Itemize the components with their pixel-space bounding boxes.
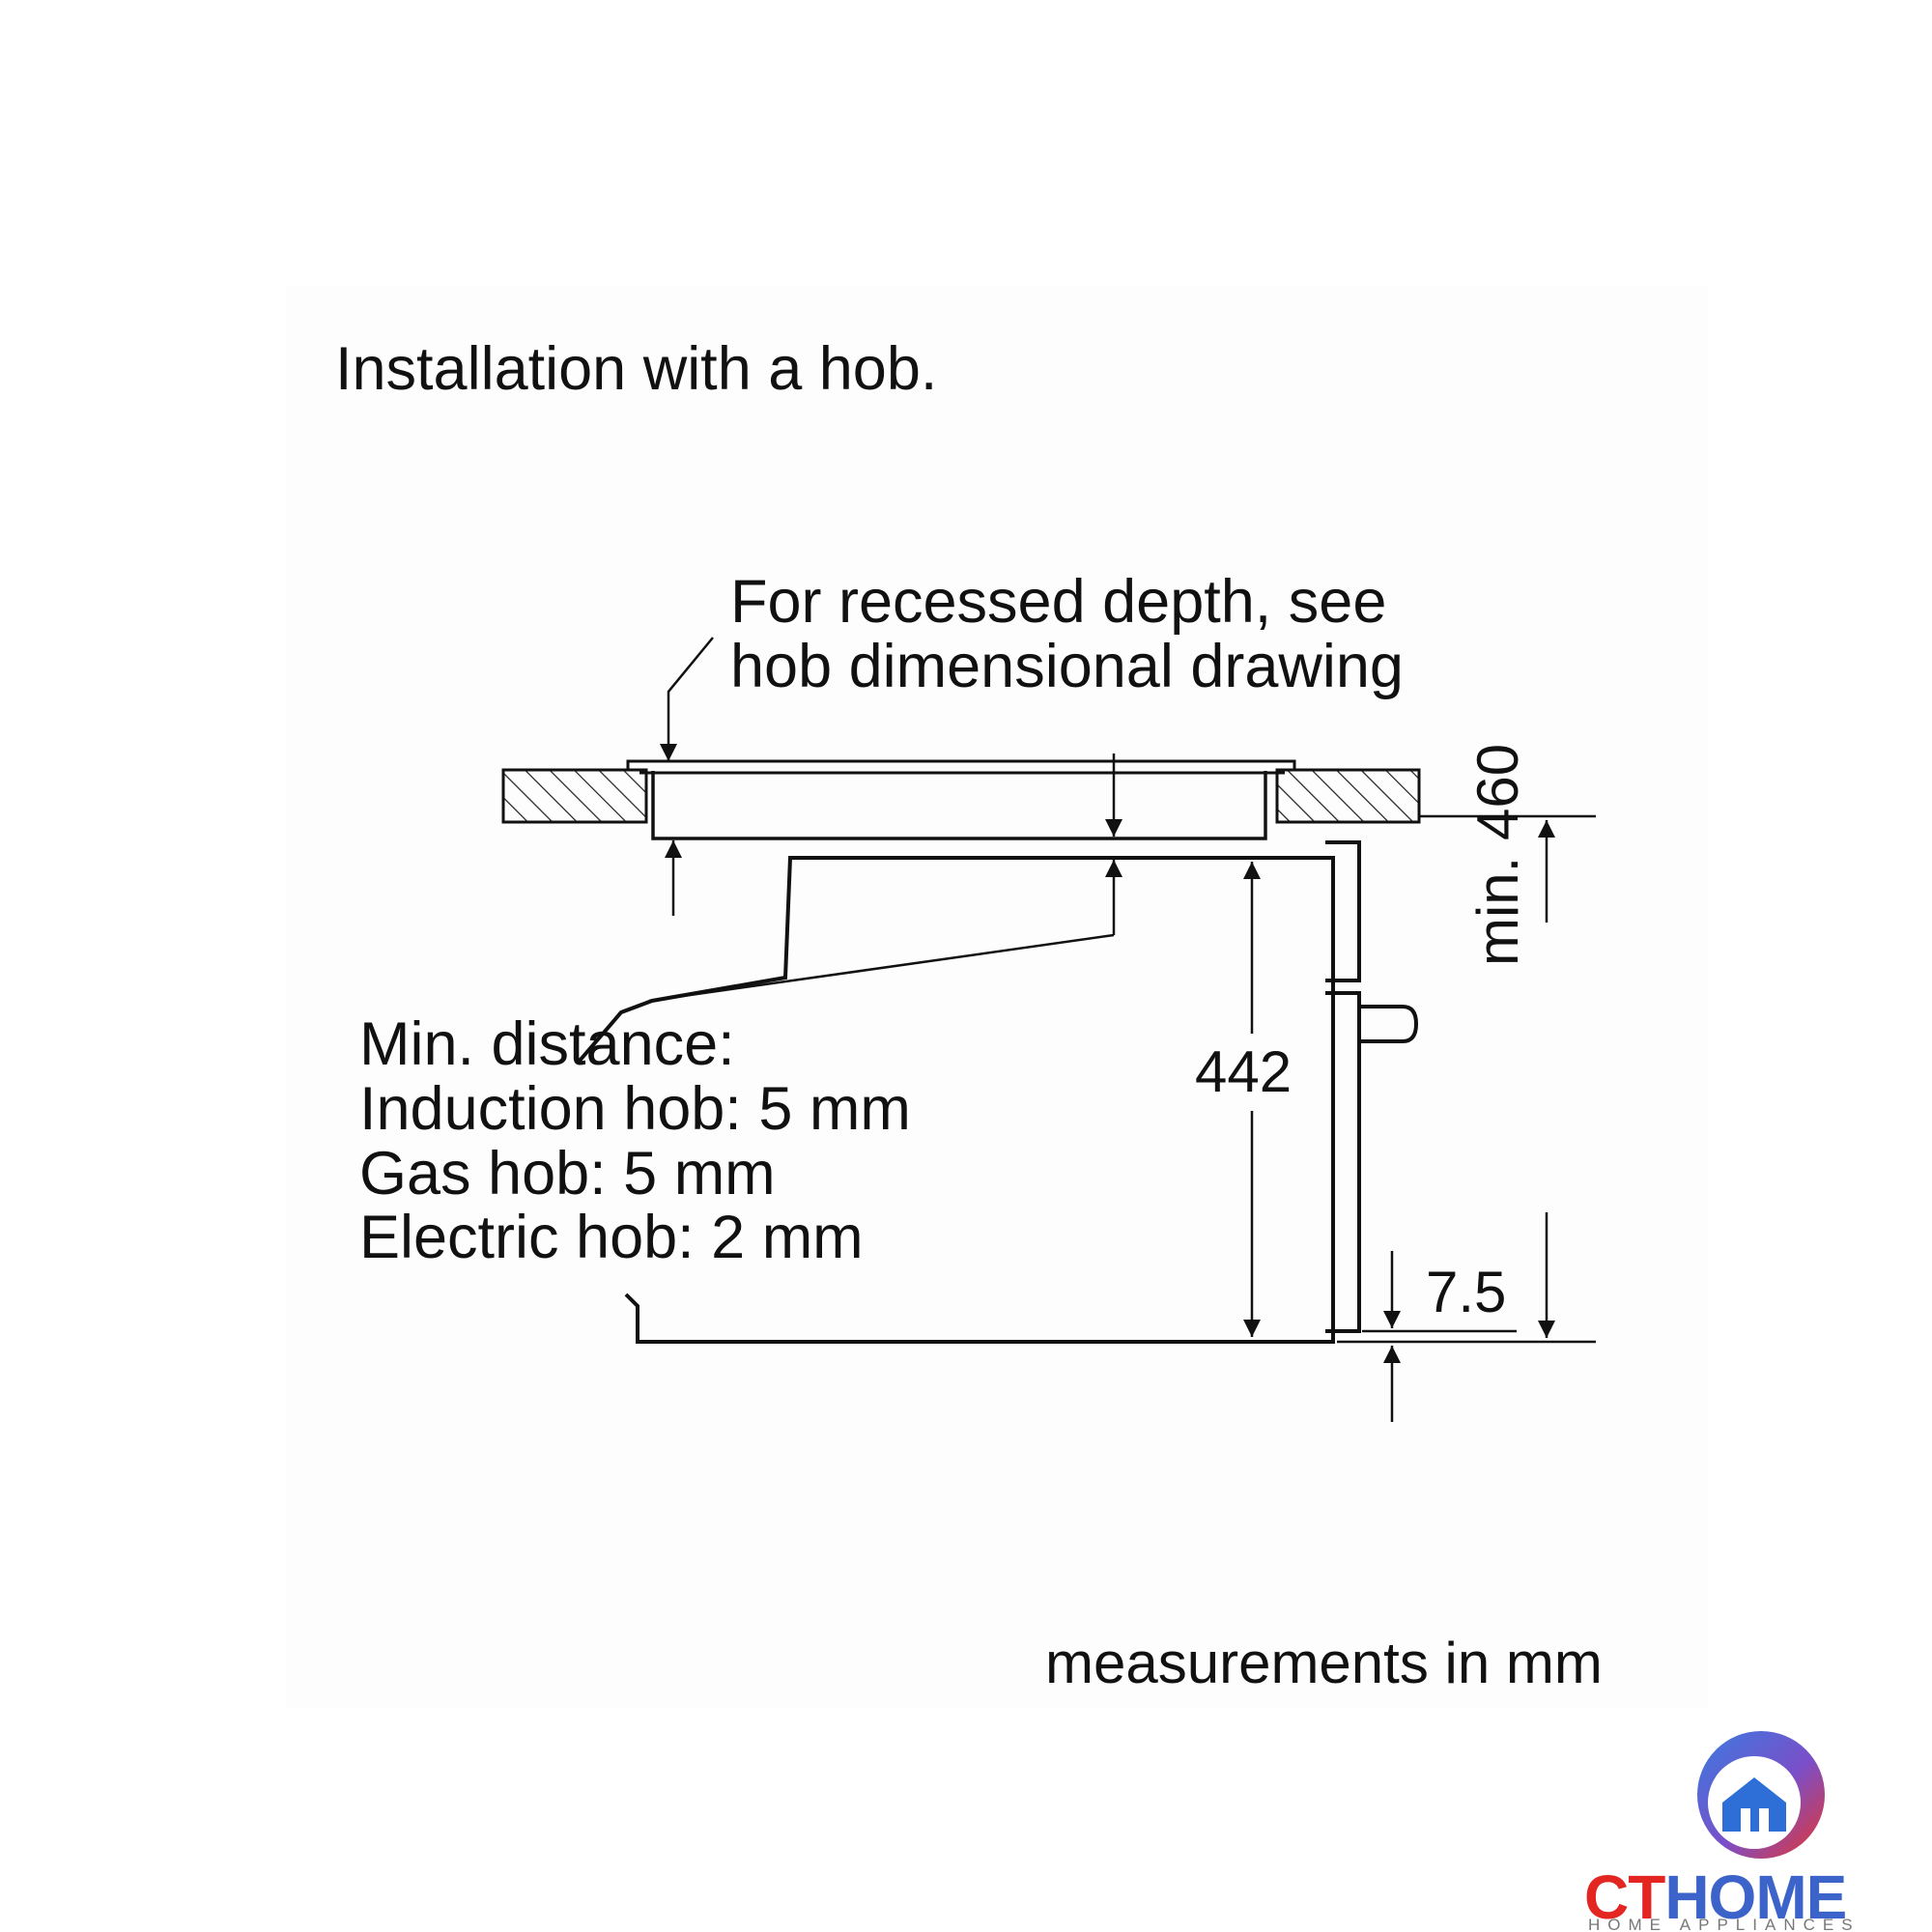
recess-note-line2: hob dimensional drawing bbox=[730, 632, 1404, 700]
recess-note-leader bbox=[660, 637, 714, 761]
diagram-title: Installation with a hob. bbox=[335, 335, 938, 403]
brand-tagline: HOME APPLIANCES bbox=[1588, 1916, 1861, 1932]
recess-note-line1: For recessed depth, see bbox=[730, 568, 1387, 636]
worktop-left bbox=[501, 768, 648, 824]
oven-door-upper bbox=[1325, 840, 1361, 982]
hob-top-rim bbox=[626, 759, 1296, 770]
min-distance-note: Min. distance: Induction hob: 5 mm Gas h… bbox=[359, 1012, 911, 1270]
min-distance-gas: Gas hob: 5 mm bbox=[359, 1139, 776, 1208]
oven-door-lower bbox=[1325, 991, 1361, 1333]
dimension-442-label: 442 bbox=[1195, 1039, 1293, 1104]
drawing-panel bbox=[286, 286, 1708, 1708]
cthome-logo-icon bbox=[1697, 1731, 1825, 1859]
oven-outline bbox=[578, 856, 1335, 1344]
brand-name: CTHOME bbox=[1584, 1866, 1847, 1928]
dimension-min-460-label: min. 460 bbox=[1465, 743, 1530, 966]
min-distance-leader bbox=[648, 933, 1115, 1003]
dimension-7-5-label: 7.5 bbox=[1426, 1260, 1507, 1324]
measurements-note: measurements in mm bbox=[1045, 1631, 1603, 1695]
oven-handle bbox=[1359, 1005, 1419, 1043]
brand-ct: CT bbox=[1584, 1862, 1665, 1932]
recess-note: For recessed depth, see hob dimensional … bbox=[730, 570, 1404, 699]
min-distance-induction: Induction hob: 5 mm bbox=[359, 1074, 911, 1143]
min-distance-electric: Electric hob: 2 mm bbox=[359, 1204, 864, 1272]
hob-body bbox=[651, 771, 1267, 840]
min-distance-heading: Min. distance: bbox=[359, 1010, 735, 1078]
brand-home: HOME bbox=[1664, 1862, 1847, 1932]
worktop-right bbox=[1275, 768, 1421, 824]
